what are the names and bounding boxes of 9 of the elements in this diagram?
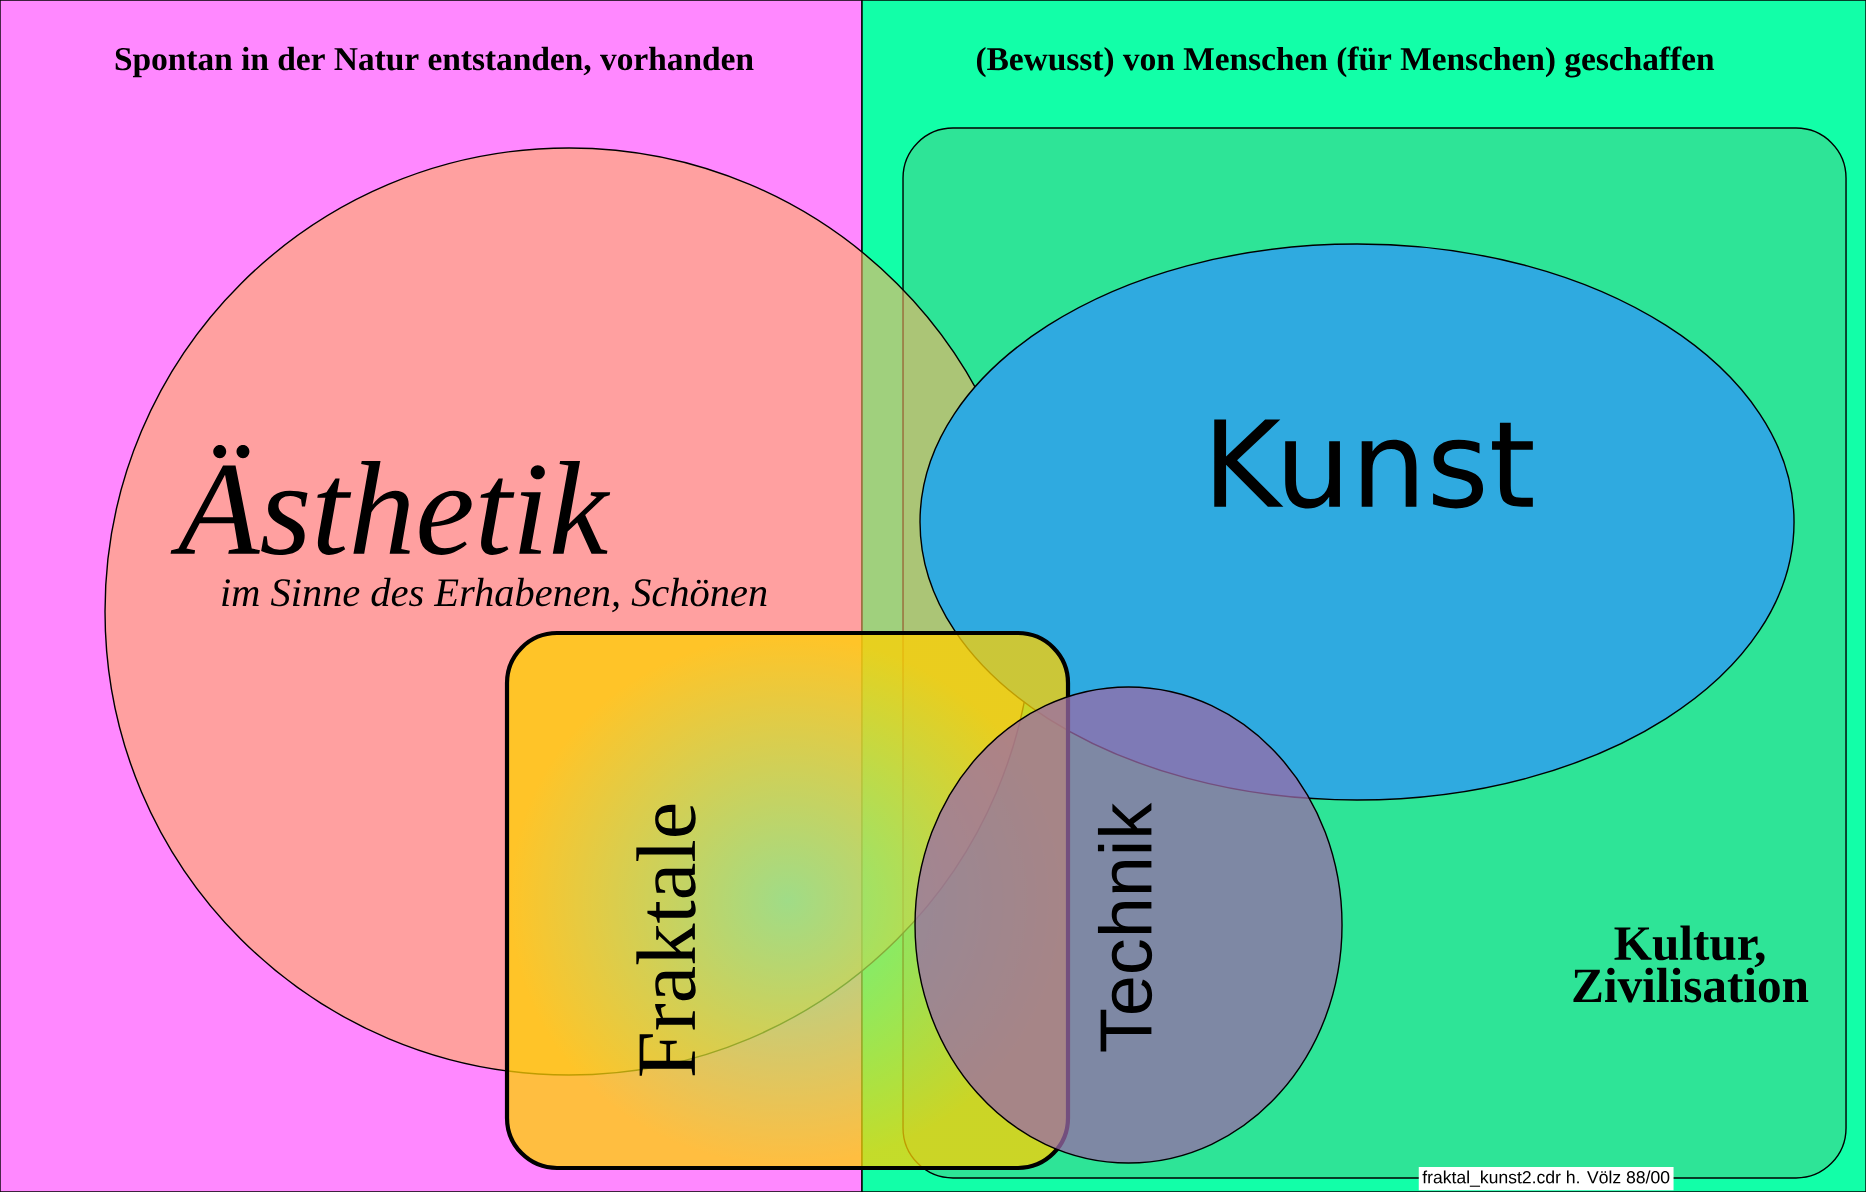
set-label: Kunst	[1214, 419, 1533, 509]
region-label: Kultur, Zivilisation	[1573, 925, 1809, 1003]
heading: Spontan in der Natur entstanden, vorhanden	[115, 46, 754, 78]
subtitle-text: im Sinne des Erhabenen, Schönen	[222, 577, 767, 613]
set-label: Technik	[1097, 802, 1153, 1052]
set-label: Fraktale	[636, 804, 696, 1076]
title-text: Ästhetik	[170, 445, 611, 555]
heading: (Bewusst) von Menschen (für Menschen) geschaffen	[976, 46, 1715, 78]
footer-note: fraktal_kunst2.cdr h. Völz 88/00	[1418, 1167, 1674, 1191]
